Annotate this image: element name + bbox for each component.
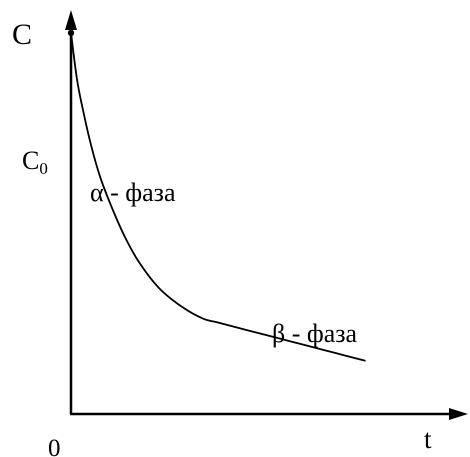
c0-label: C0 [22, 146, 48, 178]
alpha-symbol: α [90, 178, 104, 207]
y-axis-label: C [12, 18, 32, 51]
alpha-phase-label: α - фаза [90, 178, 176, 207]
axes [65, 10, 468, 420]
x-axis-label: t [424, 424, 432, 454]
origin-label: 0 [48, 435, 61, 457]
beta-text: - фаза [285, 319, 357, 348]
c0-label-subscript: 0 [39, 159, 48, 178]
alpha-text: - фаза [104, 178, 176, 207]
c0-label-main: C [22, 146, 39, 175]
x-axis-arrow-icon [449, 408, 468, 420]
c0-marker [67, 29, 75, 37]
beta-phase-label: β - фаза [272, 319, 358, 348]
concentration-curve [70, 32, 366, 362]
y-axis-arrow-icon [65, 10, 77, 30]
beta-symbol: β [272, 319, 285, 348]
